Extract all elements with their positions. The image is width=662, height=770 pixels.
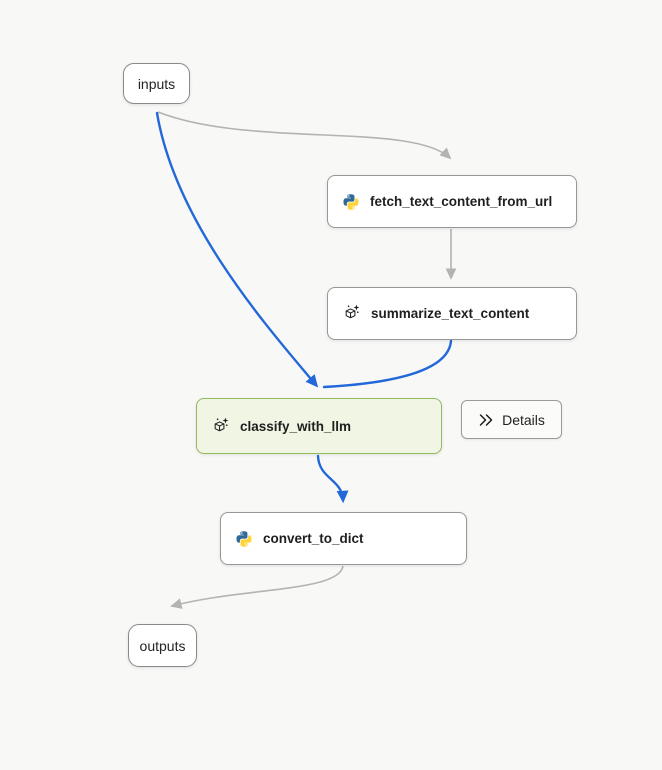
node-outputs[interactable]: outputs: [128, 624, 197, 667]
double-chevron-right-icon: [478, 412, 494, 428]
node-inputs-label: inputs: [137, 75, 176, 92]
edge-inputs-to-fetch: [157, 111, 452, 160]
node-classify-with-llm[interactable]: classify_with_llm: [196, 398, 442, 454]
python-icon: [342, 193, 360, 211]
node-convert-to-dict[interactable]: convert_to_dict: [220, 512, 467, 565]
node-inputs[interactable]: inputs: [123, 63, 190, 104]
node-outputs-label: outputs: [139, 637, 186, 654]
python-icon: [235, 530, 253, 548]
details-button[interactable]: Details: [461, 400, 562, 439]
llm-icon: [211, 417, 230, 436]
node-summarize-text-content[interactable]: summarize_text_content: [327, 287, 577, 340]
node-label: classify_with_llm: [240, 418, 352, 434]
details-button-label: Details: [502, 411, 545, 428]
node-label: convert_to_dict: [263, 531, 364, 546]
llm-icon: [342, 304, 361, 323]
edge-convert-to-outputs: [170, 565, 344, 609]
edge-classify-to-convert: [316, 454, 349, 504]
edge-summarize-to-classify: [322, 339, 453, 389]
node-fetch-text-content-from-url[interactable]: fetch_text_content_from_url: [327, 175, 577, 228]
node-label: summarize_text_content: [371, 306, 530, 321]
node-label: fetch_text_content_from_url: [370, 194, 553, 209]
edge-inputs-to-classify: [155, 111, 319, 388]
